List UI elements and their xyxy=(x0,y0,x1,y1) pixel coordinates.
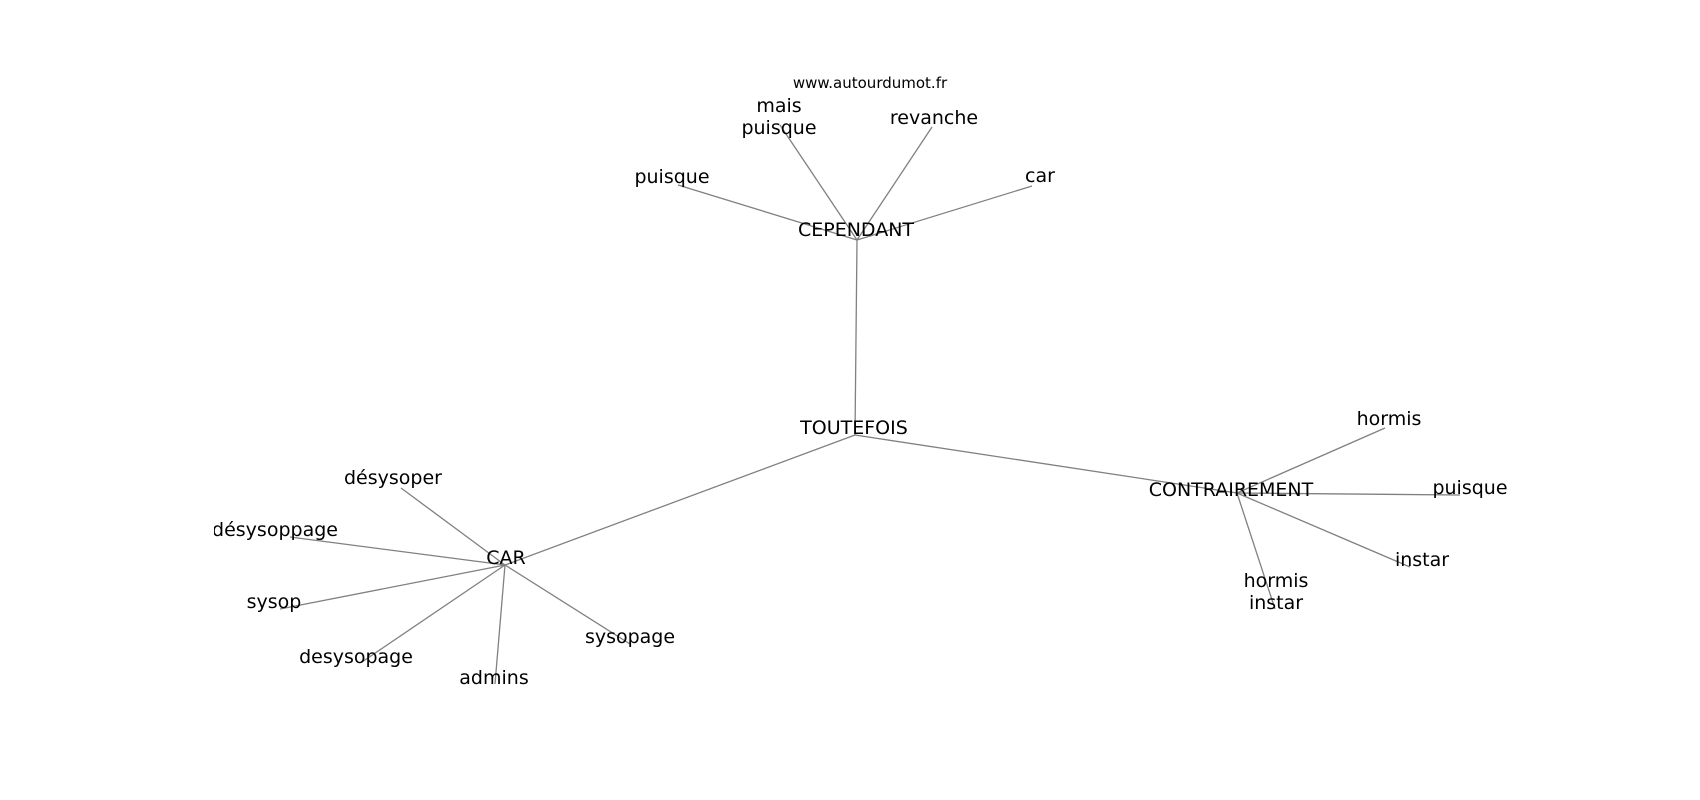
edge-cependant-mais_puisque xyxy=(779,124,858,241)
node-label-line: car xyxy=(1025,165,1055,187)
node-label-line: puisque xyxy=(741,117,816,139)
node-label-puisque-2: puisque xyxy=(1432,477,1507,499)
edge-contrairement-hormis xyxy=(1236,427,1386,494)
node-label-line: hormis xyxy=(1357,408,1422,430)
edge-car_hub-sysopage xyxy=(504,564,631,645)
node-label-desysopage: desysopage xyxy=(299,646,413,668)
node-label-sysop: sysop xyxy=(247,591,302,613)
node-label-line: desysopage xyxy=(299,646,413,668)
edge-car_hub-admins xyxy=(494,564,506,685)
edge-contrairement-puisque_2 xyxy=(1236,492,1461,496)
node-label-line: désysoper xyxy=(344,467,442,489)
node-label-line: TOUTEFOIS xyxy=(799,417,908,439)
node-label-line: puisque xyxy=(634,166,709,188)
node-label-line: CEPENDANT xyxy=(798,219,914,241)
node-label-car: car xyxy=(1025,165,1055,187)
edge-car_hub-desysoppage xyxy=(289,536,506,566)
node-label-contrairement: CONTRAIREMENT xyxy=(1149,479,1314,501)
edge-car_hub-desysoper xyxy=(400,487,506,566)
node-label-cependant: CEPENDANT xyxy=(798,219,914,241)
node-label-desysoper: désysoper xyxy=(344,467,442,489)
edge-car_hub-desysopage xyxy=(361,564,506,663)
node-label-line: sysop xyxy=(247,591,302,613)
node-label-instar: instar xyxy=(1395,549,1449,571)
node-label-line: hormis xyxy=(1244,570,1309,592)
node-label-line: mais xyxy=(756,95,801,117)
edge-toutefois-car_hub xyxy=(504,434,856,566)
node-label-admins: admins xyxy=(459,667,528,689)
edge-toutefois-contrairement xyxy=(854,434,1238,494)
edge-cependant-revanche xyxy=(856,126,933,241)
edge-cependant-car xyxy=(856,185,1033,241)
edge-car_hub-sysop xyxy=(279,564,506,610)
node-label-line: CAR xyxy=(486,547,525,569)
node-label-sysopage: sysopage xyxy=(585,626,675,648)
node-label-line: instar xyxy=(1249,592,1303,614)
node-label-line: instar xyxy=(1395,549,1449,571)
node-label-hormis: hormis xyxy=(1357,408,1422,430)
node-label-line: puisque xyxy=(1432,477,1507,499)
node-label-line: CONTRAIREMENT xyxy=(1149,479,1314,501)
edges-layer xyxy=(279,124,1461,685)
node-label-line: sysopage xyxy=(585,626,675,648)
node-label-line: admins xyxy=(459,667,528,689)
node-label-revanche: revanche xyxy=(890,107,978,129)
node-label-line: revanche xyxy=(890,107,978,129)
node-label-line: désysoppage xyxy=(212,519,338,541)
edge-contrairement-instar xyxy=(1236,492,1411,568)
node-label-desysoppage: désysoppage xyxy=(212,519,338,541)
source-url: www.autourdumot.fr xyxy=(793,74,948,92)
node-label-toutefois: TOUTEFOIS xyxy=(799,417,908,439)
edge-cependant-puisque_1 xyxy=(677,184,858,241)
node-label-car-hub: CAR xyxy=(486,547,525,569)
edge-contrairement-hormis_instar xyxy=(1236,492,1276,610)
edge-toutefois-cependant xyxy=(854,239,858,436)
node-label-puisque-1: puisque xyxy=(634,166,709,188)
